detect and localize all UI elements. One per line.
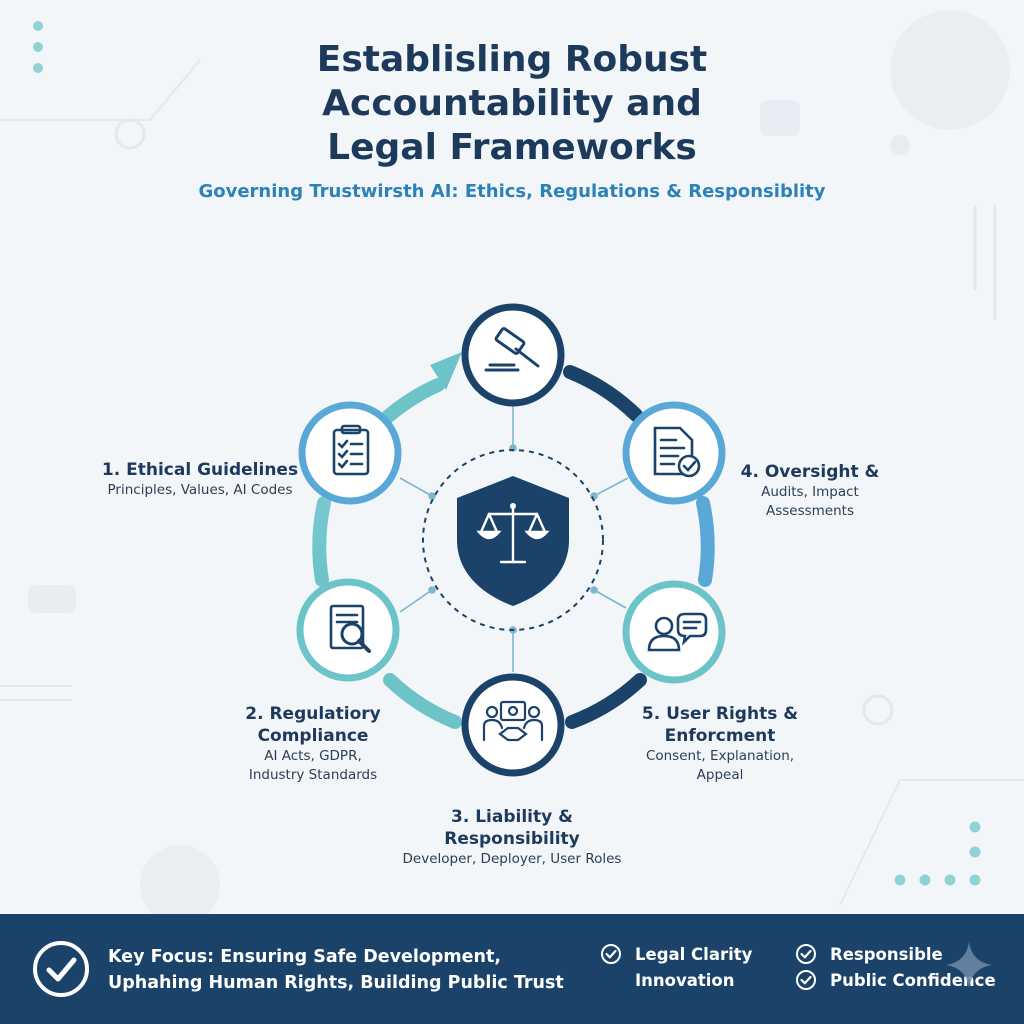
liability-node: [461, 673, 565, 777]
ring-arc-gavel-to-oversight: [563, 365, 643, 422]
footer-item-responsible: Responsible: [830, 945, 943, 964]
team-handshake-gear-icon: [482, 700, 544, 742]
gavel-node: [461, 303, 565, 407]
footer-item-public-confidence: Public Confidence: [830, 971, 996, 990]
ring-segments: [312, 352, 715, 729]
title-line-1: Establisling Robust: [316, 39, 708, 80]
footer-col2: Responsible Public Confidence: [830, 942, 996, 994]
check-icon: [601, 944, 621, 964]
oversight-label: 4. Oversight & Audits, Impact Assessment…: [720, 461, 900, 521]
key-focus-line-1: Key Focus: Ensuring Safe Development,: [108, 947, 502, 967]
gavel-icon: [484, 327, 540, 372]
user-speech-bubble-icon: [647, 612, 708, 652]
ring-arc-ethics-to-gavel: [376, 378, 445, 428]
user-rights-label: 5. User Rights & Enforcment Consent, Exp…: [620, 703, 820, 785]
compliance-title-2: Compliance: [257, 726, 369, 746]
oversight-desc-2: Assessments: [765, 503, 854, 519]
check-icon: [796, 970, 816, 990]
check-icon: [796, 944, 816, 964]
ethics-node: [298, 401, 402, 505]
ethics-title: 1. Ethical Guidelines: [101, 460, 299, 480]
ethics-label: 1. Ethical Guidelines Principles, Values…: [90, 459, 310, 500]
compliance-node: [296, 578, 400, 682]
sparkle-icon: [946, 942, 992, 988]
user-rights-node: [622, 580, 726, 684]
compliance-desc-1: AI Acts, GDPR,: [264, 748, 362, 764]
user-rights-desc-1: Consent, Explanation,: [645, 748, 795, 764]
hub-dashed-ring: [422, 449, 604, 631]
title-line-3: Legal Frameworks: [327, 127, 697, 168]
liability-desc: Developer, Deployer, User Roles: [402, 851, 622, 867]
document-magnifier-icon: [329, 604, 371, 653]
ring-arc-oversight-to-rights: [696, 496, 715, 587]
ring-arc-compliance-to-ethics: [312, 496, 331, 587]
clipboard-checklist-icon: [332, 424, 370, 476]
ring-arc-rights-to-liability: [565, 673, 647, 729]
key-focus-line-2: Uphahing Human Rights, Building Public T…: [108, 973, 564, 993]
compliance-label: 2. Regulatiory Compliance AI Acts, GDPR,…: [213, 703, 413, 785]
user-rights-desc-2: Appeal: [696, 767, 744, 783]
ethics-desc: Principles, Values, AI Codes: [107, 482, 293, 498]
liability-title-2: Responsibility: [444, 829, 580, 849]
compliance-title-1: 2. Regulatiory: [245, 704, 381, 724]
liability-label: 3. Liability & Responsibility Developer,…: [392, 806, 632, 869]
document-check-icon: [653, 426, 701, 478]
footer-item-legal-clarity: Legal Clarity: [635, 945, 753, 964]
oversight-desc-1: Audits, Impact: [761, 484, 859, 500]
footer-banner: Key Focus: Ensuring Safe Development, Up…: [0, 914, 1024, 1024]
oversight-node: [622, 401, 726, 505]
footer-col1: Legal Clarity Innovation: [635, 942, 752, 994]
ring-arc-liability-to-compliance: [383, 673, 462, 729]
user-rights-title-2: Enforcment: [664, 726, 776, 746]
page-subtitle: Governing Trustwirsth AI: Ethics, Regula…: [198, 181, 826, 202]
title-line-2: Accountability and: [322, 83, 702, 124]
shield-scales-icon: [457, 476, 569, 606]
check-circle-icon: [33, 941, 89, 997]
cycle-arrowhead: [430, 352, 462, 390]
key-focus-text: Key Focus: Ensuring Safe Development, Up…: [108, 944, 564, 996]
page-title: Establisling Robust Accountability and L…: [0, 38, 1024, 170]
hub-connectors: [399, 405, 629, 672]
liability-title-1: 3. Liability &: [451, 807, 573, 827]
user-rights-title-1: 5. User Rights &: [641, 704, 799, 724]
compliance-desc-2: Industry Standards: [248, 767, 378, 783]
footer-item-innovation: Innovation: [635, 971, 735, 990]
oversight-title: 4. Oversight &: [740, 462, 880, 482]
